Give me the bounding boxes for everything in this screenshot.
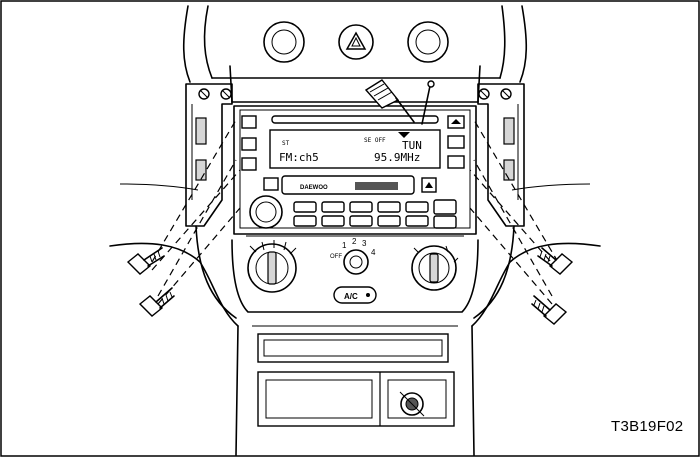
fan-label-1: 1 — [342, 241, 347, 250]
temperature-knob — [247, 240, 297, 293]
preset-button — [349, 215, 373, 227]
preset-button — [321, 215, 345, 227]
figure-code: T3B19F02 — [611, 418, 684, 435]
hazard-triangle-icon — [345, 31, 367, 50]
lcd-display — [269, 129, 441, 169]
radio-head-unit — [233, 105, 477, 235]
fan-label-3: 3 — [362, 239, 367, 248]
ac-button-label: A/C — [344, 292, 358, 301]
preset-button — [377, 201, 401, 213]
radio-button — [241, 157, 257, 171]
tuning-indicator-icon — [398, 132, 410, 138]
fan-speed-knob — [343, 249, 369, 275]
preset-button — [321, 201, 345, 213]
left-bracket — [185, 83, 233, 227]
removal-tool — [364, 79, 435, 125]
power-outlet — [399, 391, 425, 417]
radio-button — [447, 135, 465, 149]
lcd-mode-label: ST — [282, 140, 290, 147]
lower-console — [235, 325, 475, 456]
hazard-switch — [338, 24, 374, 60]
bolt-upper-left — [126, 247, 165, 275]
fan-label-4: 4 — [371, 248, 376, 257]
preset-button — [405, 201, 429, 213]
preset-button — [349, 201, 373, 213]
radio-button — [447, 155, 465, 169]
lcd-frequency: 95.9MHz — [374, 151, 420, 164]
fan-label-off: OFF — [330, 254, 342, 260]
air-distribution-knob — [411, 245, 459, 291]
volume-knob — [249, 195, 283, 229]
preset-button — [433, 199, 457, 215]
preset-button — [433, 215, 457, 229]
radio-button — [241, 115, 257, 129]
dash-contours — [109, 183, 601, 327]
lcd-channel: FM:ch5 — [279, 151, 319, 164]
fan-label-2: 2 — [352, 237, 357, 246]
bolt-lower-left — [138, 287, 175, 317]
right-vent-knob — [407, 21, 449, 63]
upper-console-housing — [182, 5, 528, 103]
right-bracket — [477, 83, 525, 227]
lcd-status-label: SE OFF — [364, 137, 386, 144]
preset-button — [293, 215, 317, 227]
radio-button — [241, 137, 257, 151]
bolt-lower-right — [531, 295, 568, 325]
preset-button — [293, 201, 317, 213]
preset-button — [405, 215, 429, 227]
ac-button — [333, 286, 377, 304]
hvac-control-panel: OFF 1 2 3 4 — [231, 235, 479, 313]
radio-button — [263, 177, 279, 191]
bolt-upper-right — [537, 247, 574, 275]
lcd-tune-label: TUN — [402, 139, 422, 152]
disc-slot — [271, 115, 439, 124]
storage-pocket — [257, 333, 449, 363]
preset-button — [377, 215, 401, 227]
radio-brand: DAEWOO — [300, 185, 328, 191]
left-vent-knob — [263, 21, 305, 63]
alignment-lines — [151, 119, 559, 305]
